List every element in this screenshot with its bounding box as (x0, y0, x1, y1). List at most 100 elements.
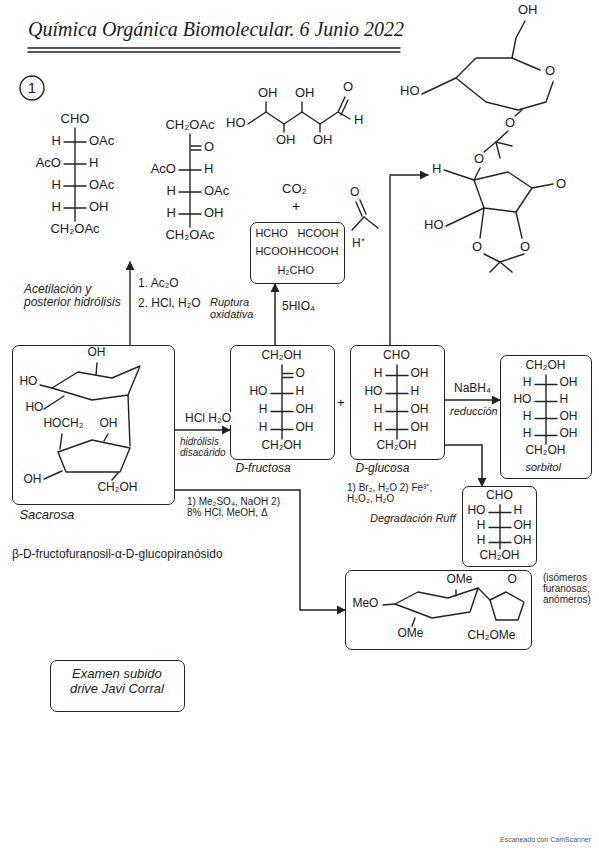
label-text: 2. HCl, H₂O (138, 297, 201, 310)
reaction-arrow (390, 175, 428, 345)
label-text: H (204, 162, 213, 176)
label-text: HO (424, 218, 444, 232)
label-text: H (52, 134, 61, 148)
bond-line (490, 592, 524, 620)
node-text: H (259, 403, 268, 416)
bond-line (28, 51, 400, 52)
node-text: CH₂OH (376, 439, 416, 452)
node-text: H (374, 403, 383, 416)
bond-line (360, 200, 366, 214)
label-text: AcO (36, 156, 61, 170)
bond-line (516, 212, 522, 238)
node-text: CH₂OMe (467, 629, 515, 642)
bond-line (500, 262, 512, 272)
label-text: OH (276, 133, 296, 147)
bond-line (455, 590, 456, 596)
node-text: H (523, 376, 532, 389)
bond-line (341, 100, 348, 115)
bond-line (96, 363, 97, 375)
node-text: H (477, 519, 486, 532)
bond-line (283, 373, 293, 374)
node-text: H (295, 385, 304, 398)
structure-box: CH₂OHHOHHOHHOHHOHCH₂OHsorbitol (500, 355, 592, 479)
bond-line (283, 124, 284, 132)
node-text: OH (559, 376, 577, 389)
bond-line (499, 505, 500, 549)
bond-line (545, 375, 546, 444)
node-text: HO (467, 504, 485, 517)
label-text: OH (295, 86, 315, 100)
bond-line (40, 385, 52, 388)
node-text: HCHO (255, 227, 287, 239)
label-text: O (350, 186, 359, 199)
label-text: 1. Ac₂O (138, 277, 179, 290)
label-text: O (204, 140, 214, 154)
label-text: OH (518, 3, 538, 17)
label-text: CH₂OAc (165, 228, 214, 242)
label-text: H (52, 178, 61, 192)
structure-box: CHOHOHHOHHOHCH₂OH (462, 486, 537, 567)
label-text: OH (258, 86, 278, 100)
label-text: H (167, 184, 176, 198)
node-text: OMe (446, 573, 472, 586)
page-title: Química Orgánica Biomolecular. 6 Junio 2… (28, 18, 404, 40)
node-text: CH₂OH (479, 549, 519, 562)
node-text: OH (410, 421, 428, 434)
bond-line (281, 365, 282, 439)
node-text: OH (513, 519, 531, 532)
label-text: H (89, 156, 98, 170)
node-text: Examen subido drive Javi Corral (59, 667, 174, 696)
bond-line (496, 142, 512, 146)
bond-line (500, 254, 524, 262)
node-text: HO (19, 375, 37, 388)
bond-line (444, 170, 474, 180)
label-text: CO₂ (282, 182, 307, 196)
node-text: OH (295, 421, 313, 434)
bond-line (456, 78, 553, 110)
bond-line (60, 434, 62, 449)
node-text: OH (410, 403, 428, 416)
bond-line (265, 102, 266, 112)
node-text: HOCH₂ (43, 417, 83, 430)
label-text: HO (400, 84, 420, 98)
structure-box: OMeMeOOOMeCH₂OMe (345, 570, 532, 650)
bond-line (352, 217, 364, 230)
node-text: HCOOH (297, 227, 338, 239)
bond-line (74, 128, 75, 221)
label-text: CH₂OAc (165, 118, 214, 132)
node-text: CH₂OH (525, 359, 565, 372)
label-text: HO (226, 116, 246, 130)
bond-line (480, 208, 484, 238)
label-text: reducción (450, 405, 498, 417)
node-text: H (477, 534, 486, 547)
label-text: H (167, 206, 176, 220)
label-text: OAc (204, 184, 229, 198)
node-text: D-glucosa (355, 462, 409, 475)
label-text: + (292, 199, 300, 214)
structure-box: CH₂OHOHOHHOHHOHCH₂OHD-fructosa (230, 345, 335, 460)
label-text: + (337, 396, 345, 410)
label-text: O (556, 177, 566, 191)
node-text: HO (364, 385, 382, 398)
bond-line (532, 184, 553, 188)
structure-box: CHOHOHHOHHOHHOHCH₂OHD-glucosa (350, 345, 445, 460)
bond-line (44, 471, 62, 479)
node-text: H₂CHO (277, 264, 314, 276)
reaction-arrow (274, 284, 276, 345)
node-text: OH (295, 403, 313, 416)
node-text: H (523, 410, 532, 423)
bond-line (446, 208, 484, 226)
bond-line (319, 124, 320, 132)
reaction-arrow (175, 429, 230, 431)
node-text: OH (410, 367, 428, 380)
node-text: OMe (397, 627, 423, 640)
bond-line (484, 254, 500, 262)
bond-line (478, 588, 490, 600)
label-text: hidrólisis disacárido (180, 436, 232, 458)
label-text: OAc (89, 178, 114, 192)
bond-line (383, 604, 395, 605)
bond-line (58, 440, 130, 472)
label-text: 1 (28, 80, 36, 97)
node-text: OH (23, 473, 41, 486)
bond-line (112, 473, 118, 480)
